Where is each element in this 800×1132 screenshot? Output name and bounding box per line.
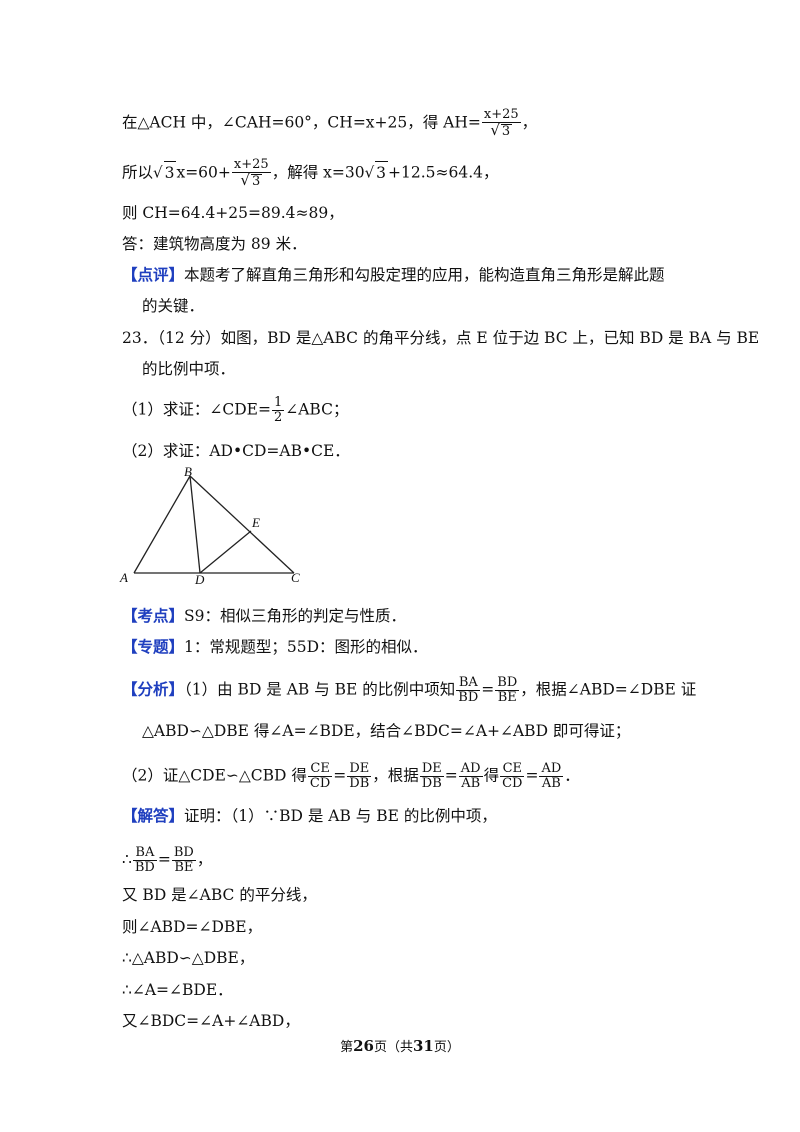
label-e: E <box>251 515 260 530</box>
segment-bc <box>189 475 295 574</box>
jieda-step6: 又∠BDC=∠A+∠ABD， <box>122 1012 300 1030</box>
dianping-tag: 【点评】 <box>122 265 185 284</box>
jieda-step4: ∴△ABD∽△DBE， <box>122 949 255 967</box>
label-a: A <box>119 570 128 585</box>
kaodian-tag: 【考点】 <box>122 606 185 625</box>
triangle-figure: B E A D C <box>119 464 300 586</box>
jieda-line: 【解答】证明：（1）∵BD 是 AB 与 BE 的比例中项， <box>122 806 497 825</box>
jieda-tag: 【解答】 <box>122 806 185 825</box>
label-b: B <box>184 464 192 479</box>
solution-line-ch: 则 CH=64.4+25=89.4≈89， <box>122 204 344 222</box>
jieda-step2: 又 BD 是∠ABC 的平分线， <box>122 886 317 904</box>
page-footer: 第26页（共31页） <box>340 1037 460 1055</box>
question-23: 23．（12 分）如图，BD 是△ABC 的角平分线，点 E 位于边 BC 上，… <box>122 329 760 347</box>
segment-de <box>199 530 252 574</box>
solution-line-ah: 在△ACH 中，∠CAH=60°，CH=x+25，得 AH=x+25√3， <box>122 107 538 139</box>
segment-ab <box>133 475 191 574</box>
kaodian-line: 【考点】S9：相似三角形的判定与性质． <box>122 606 406 625</box>
label-c: C <box>291 570 300 585</box>
segment-bd <box>189 475 201 574</box>
zhuanti-line: 【专题】1：常规题型；55D：图形的相似． <box>122 637 428 656</box>
dianping-cont: 的关键． <box>142 297 205 315</box>
label-d: D <box>194 572 205 586</box>
question-23-cont: 的比例中项． <box>142 360 236 378</box>
dianping-line: 【点评】本题考了解直角三角形和勾股定理的应用，能构造直角三角形是解此题 <box>122 265 665 284</box>
jieda-step5: ∴∠A=∠BDE． <box>122 981 233 999</box>
zhuanti-tag: 【专题】 <box>122 637 185 656</box>
jieda-step3: 则∠ABD=∠DBE， <box>122 918 263 936</box>
fraction-ah: x+25√3 <box>481 107 521 139</box>
page-number: 26 <box>353 1037 374 1055</box>
answer-line: 答：建筑物高度为 89 米． <box>122 235 307 253</box>
question-23-part2: （2）求证：AD•CD=AB•CE． <box>122 442 350 460</box>
page-total: 31 <box>413 1037 434 1055</box>
fenxi-tag: 【分析】 <box>122 679 185 699</box>
fenxi-cont: △ABD∽△DBE 得∠A=∠BDE，结合∠BDC=∠A+∠ABD 即可得证； <box>142 722 631 740</box>
fraction-x: x+25√3 <box>231 157 271 189</box>
